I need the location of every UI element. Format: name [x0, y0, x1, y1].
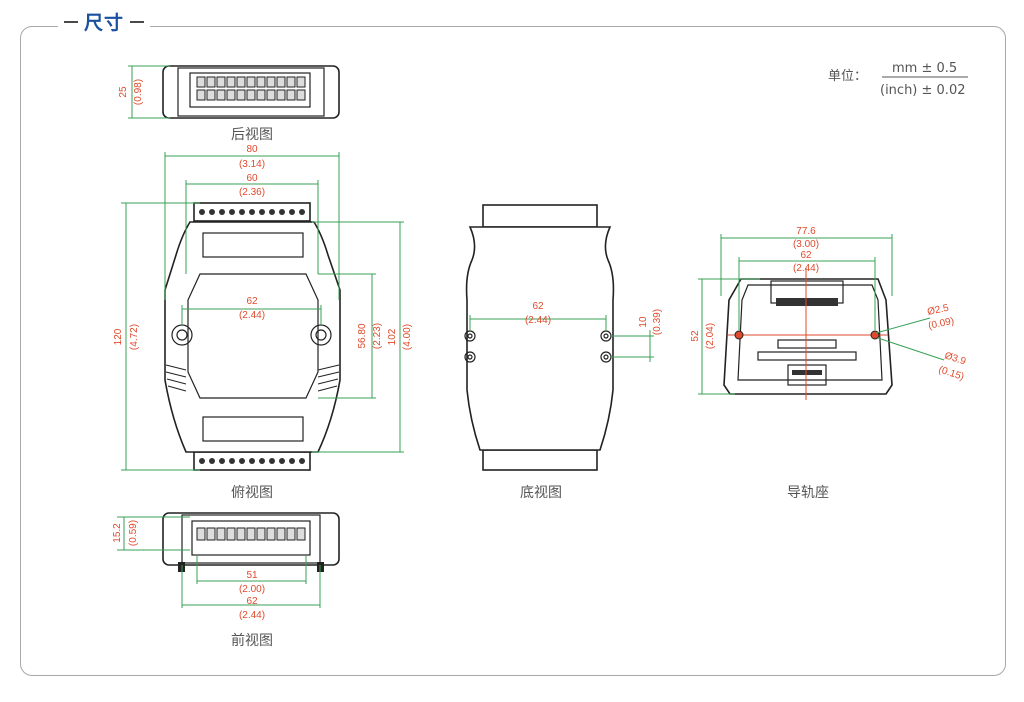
rail-h52-in: (2.04) [705, 323, 716, 349]
bottom-h10-mm: 10 [638, 316, 649, 328]
dimension-panel [20, 26, 1006, 676]
bottom-view: 62 (2.44) 10 (0.39) 底视图 [464, 204, 663, 501]
top-view-caption: 俯视图 [231, 485, 273, 501]
rail-w62-in: (2.44) [793, 263, 819, 274]
bottom-w62-mm: 62 [532, 301, 544, 312]
rail-d25-mm: Ø2.5 [926, 303, 950, 318]
top-h56-mm: 56.80 [357, 323, 368, 348]
rail-mount-view: 77.6 (3.00) 62 (2.44) 52 (2.04) Ø2.5 (0.… [690, 226, 968, 501]
rail-h52-mm: 52 [690, 330, 701, 342]
unit-legend: 单位： mm ± 0.5 (inch) ± 0.02 [828, 61, 968, 98]
top-h56-in: (2.23) [372, 323, 383, 349]
section-header: 尺寸 [58, 8, 151, 35]
top-w62-in: (2.44) [239, 310, 265, 321]
section-title: 尺寸 [84, 12, 125, 34]
unit-label: 单位： [828, 69, 867, 84]
top-w60-in: (2.36) [239, 187, 265, 198]
top-w80-mm: 80 [246, 144, 258, 155]
top-h102-in: (4.00) [402, 324, 413, 350]
header-dash [64, 20, 78, 23]
front-h15-in: (0.59) [128, 520, 139, 546]
front-w62-in: (2.44) [239, 610, 265, 621]
rail-d39-mm: Ø3.9 [943, 350, 967, 367]
rail-w62-mm: 62 [800, 250, 812, 261]
rear-view-caption: 后视图 [231, 127, 273, 143]
front-h15-mm: 15.2 [112, 523, 123, 543]
bottom-view-caption: 底视图 [520, 485, 562, 501]
top-h120-in: (4.72) [129, 324, 140, 350]
rail-mount-caption: 导轨座 [787, 485, 829, 501]
front-w62-mm: 62 [246, 596, 258, 607]
bottom-h10-in: (0.39) [652, 309, 663, 335]
rail-w77-in: (3.00) [793, 239, 819, 250]
bottom-w62-in: (2.44) [525, 315, 551, 326]
rear-view: 25 (0.98) 后视图 [118, 65, 340, 143]
unit-mm: mm ± 0.5 [892, 61, 957, 76]
top-w62-mm: 62 [246, 296, 258, 307]
rail-d39-in: (0.15) [937, 364, 965, 383]
top-w60-mm: 60 [246, 173, 258, 184]
front-w51-mm: 51 [246, 570, 258, 581]
rail-d25-in: (0.09) [927, 316, 955, 332]
top-view: 80 (3.14) 60 (2.36) 62 (2.44) 120 (4.72)… [113, 144, 413, 501]
top-h120-mm: 120 [113, 328, 124, 345]
rear-h-in: (0.98) [133, 79, 144, 105]
top-w80-in: (3.14) [239, 159, 265, 170]
unit-inch: (inch) ± 0.02 [880, 83, 965, 98]
header-dash [130, 20, 145, 23]
rail-w77-mm: 77.6 [796, 226, 816, 237]
top-h102-mm: 102 [387, 328, 398, 345]
front-w51-in: (2.00) [239, 584, 265, 595]
front-view-caption: 前视图 [231, 632, 273, 649]
rear-h-mm: 25 [118, 86, 129, 98]
front-view: 15.2 (0.59) 51 (2.00) 62 (2.44) 前视图 [112, 512, 340, 649]
